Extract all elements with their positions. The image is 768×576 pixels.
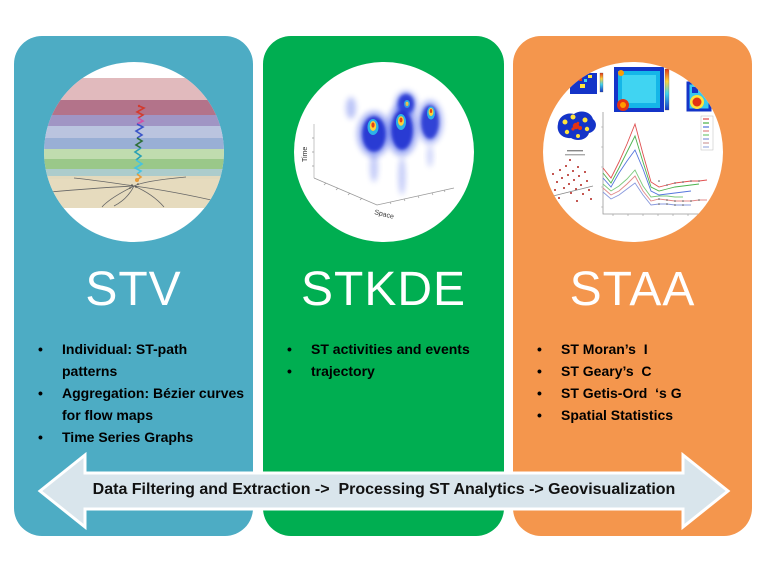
stv-bullet-list: Individual: ST-path patterns Aggregation… (26, 338, 245, 448)
heatmap-small-left (569, 72, 603, 94)
space-time-path-icon (43, 78, 224, 208)
bullet-item: ST Getis-Ord ‘s G (525, 382, 744, 404)
stkde-density-icon: Time Space (302, 91, 454, 221)
bullet-item: trajectory (275, 360, 496, 382)
scatter-plot (551, 150, 593, 202)
bullet-item: ST Geary’s C (525, 360, 744, 382)
road-network-map (43, 176, 224, 208)
time-slice-bands (43, 78, 224, 179)
spatial-stats-collage-icon (551, 67, 715, 216)
stkde-thumbnail: Time Space (293, 62, 474, 242)
stv-thumbnail (43, 62, 224, 242)
panel-staa: STAA ST Moran’s I ST Geary’s C ST Getis-… (513, 36, 752, 536)
panel-stkde: Time Space (263, 36, 504, 536)
panel-title-stkde: STKDE (300, 263, 467, 316)
panel-title-stv: STV (85, 263, 182, 316)
stkde-axes: Time Space (302, 124, 454, 221)
process-arrow-label: Data Filtering and Extraction -> Process… (92, 481, 676, 498)
chart-legend (700, 115, 713, 151)
space-axis-label: Space (373, 209, 394, 221)
bullet-item: Time Series Graphs (26, 426, 245, 448)
density-blobs (345, 91, 443, 195)
panel-stv: STV Individual: ST-path patterns Aggrega… (14, 36, 253, 536)
bullet-item: Spatial Statistics (525, 404, 744, 426)
bullet-item: ST activities and events (275, 338, 496, 360)
bullet-item: ST Moran’s I (525, 338, 744, 360)
heatmap-small-right (686, 81, 715, 112)
bullet-item: Individual: ST-path patterns (26, 338, 245, 382)
st-path-zigzag (132, 104, 146, 182)
line-chart (600, 112, 713, 216)
panel-title-staa: STAA (569, 263, 696, 316)
staa-thumbnail (542, 62, 723, 242)
staa-bullet-list: ST Moran’s I ST Geary’s C ST Getis-Ord ‘… (525, 338, 744, 426)
cluster-map (557, 111, 596, 141)
bullet-item: Aggregation: Bézier curves for flow maps (26, 382, 245, 426)
time-axis-label: Time (302, 147, 309, 162)
heatmap-main (613, 67, 669, 112)
stkde-bullet-list: ST activities and events trajectory (275, 338, 496, 382)
